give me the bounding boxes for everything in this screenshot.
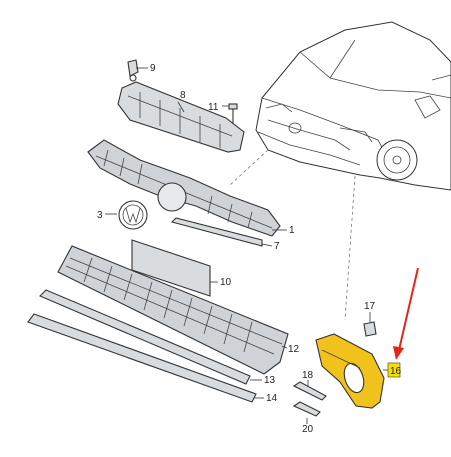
callout-17: 17 bbox=[364, 301, 376, 312]
part-clip-17 bbox=[363, 321, 377, 337]
part-strip-14 bbox=[27, 313, 257, 403]
callout-14: 14 bbox=[266, 393, 278, 404]
car-illustration bbox=[255, 21, 451, 191]
callout-16-highlight bbox=[387, 362, 401, 378]
callout-7: 7 bbox=[274, 241, 280, 252]
part-trim-20 bbox=[292, 401, 321, 417]
callout-8: 8 bbox=[180, 90, 186, 101]
part-bracket-highlighted bbox=[315, 333, 385, 409]
part-upper-cover bbox=[117, 81, 245, 153]
callout-11: 11 bbox=[208, 102, 219, 113]
callout-18: 18 bbox=[302, 370, 314, 381]
part-plate-holder bbox=[131, 239, 211, 297]
pointer-arrow bbox=[393, 267, 419, 360]
part-trim-strip bbox=[170, 217, 263, 247]
callout-12: 12 bbox=[288, 344, 300, 355]
part-screw-11 bbox=[228, 103, 238, 124]
part-emblem bbox=[118, 200, 148, 230]
callout-13: 13 bbox=[264, 375, 276, 386]
callout-16: 16 bbox=[390, 366, 402, 377]
callout-20: 20 bbox=[302, 424, 314, 435]
callout-10: 10 bbox=[220, 277, 232, 288]
part-upper-grille bbox=[87, 139, 281, 237]
callout-1: 1 bbox=[289, 225, 295, 236]
part-strip-13 bbox=[39, 289, 251, 385]
callout-3: 3 bbox=[97, 210, 103, 221]
part-clip-9 bbox=[127, 59, 139, 82]
callout-9: 9 bbox=[150, 63, 156, 74]
part-lower-grille bbox=[57, 245, 289, 375]
part-trim-18 bbox=[292, 381, 327, 401]
